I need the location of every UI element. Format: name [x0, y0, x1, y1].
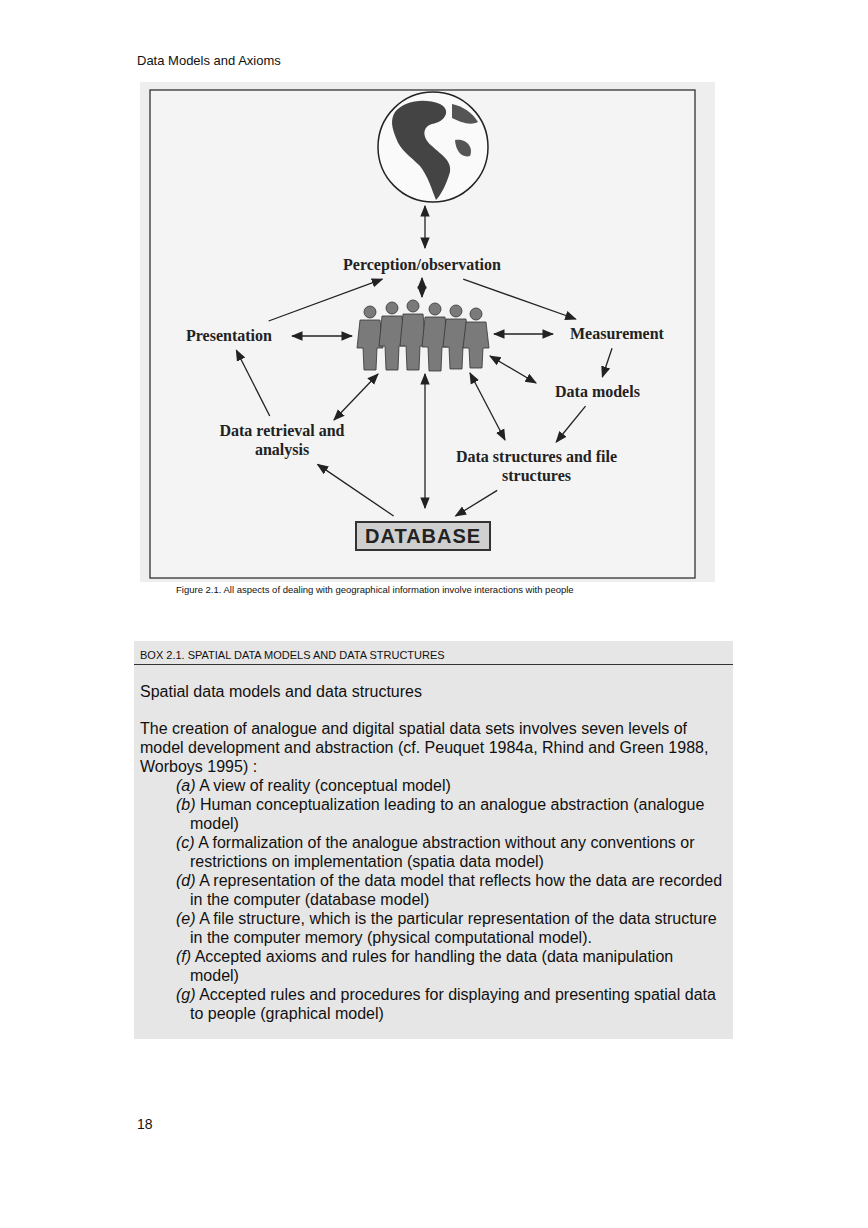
globe [378, 92, 488, 202]
label-text: Data models [555, 382, 640, 401]
stage-label: Data structures and file structures [454, 447, 619, 485]
stage-label: Presentation [186, 326, 272, 345]
flow-arrow [318, 464, 394, 516]
figure-caption: Figure 2.1. All aspects of dealing with … [176, 584, 574, 595]
scan-ground [140, 82, 715, 582]
text-box: BOX 2.1. SPATIAL DATA MODELS AND DATA ST… [134, 641, 733, 1039]
flow-arrow [456, 490, 498, 516]
list-item: (c) A formalization of the analogue abst… [176, 833, 723, 871]
stage-label: Perception/observation [343, 255, 501, 274]
page-number: 18 [137, 1116, 153, 1132]
label-text: Measurement [570, 324, 664, 343]
flow-arrow [269, 279, 383, 321]
flow-arrow [556, 406, 585, 442]
people-group [357, 300, 489, 371]
database-box: DATABASE [355, 521, 491, 551]
running-header: Data Models and Axioms [137, 53, 281, 68]
label-text: Data retrieval and analysis [218, 421, 346, 459]
stage-label: Data models [555, 382, 640, 401]
figure-frame [150, 90, 695, 578]
list-item: (b) Human conceptualization leading to a… [176, 795, 723, 833]
list-item: (e) A file structure, which is the parti… [176, 909, 723, 947]
stage-label: Measurement [570, 324, 664, 343]
label-text: Presentation [186, 326, 272, 345]
list-item: (g) Accepted rules and procedures for di… [176, 985, 723, 1023]
flow-arrow [463, 279, 576, 319]
list-item: (f) Accepted axioms and rules for handli… [176, 947, 723, 985]
box-heading: BOX 2.1. SPATIAL DATA MODELS AND DATA ST… [134, 641, 733, 665]
flow-arrow [236, 350, 269, 416]
list-item: (d) A representation of the data model t… [176, 871, 723, 909]
box-subtitle: Spatial data models and data structures [140, 683, 733, 701]
label-text: Data structures and file structures [454, 447, 619, 485]
list-item: (a) A view of reality (conceptual model) [176, 776, 723, 795]
box-paragraph: The creation of analogue and digital spa… [140, 719, 723, 776]
flow-arrow [602, 348, 612, 377]
stage-label: Data retrieval and analysis [218, 421, 346, 459]
label-text: Perception/observation [343, 255, 501, 274]
label-text: DATABASE [365, 524, 481, 548]
